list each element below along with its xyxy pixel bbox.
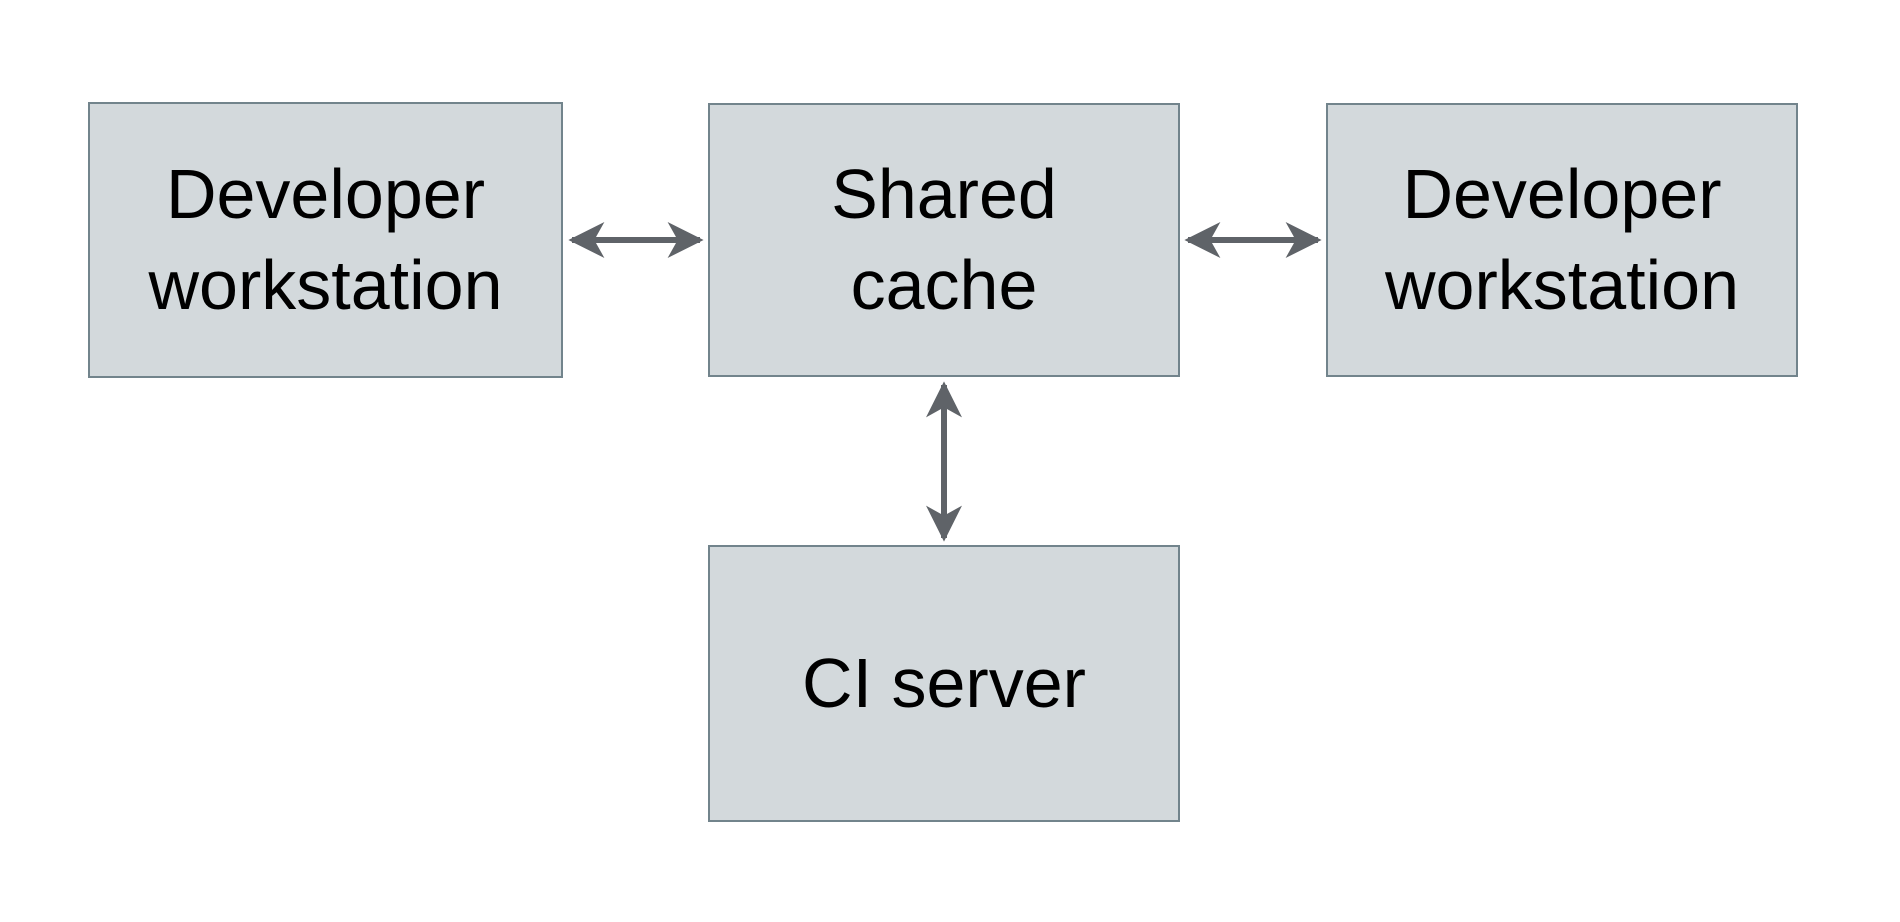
node-label: Developer workstation [148,155,503,324]
node-label: Shared cache [831,155,1057,324]
node-developer-workstation-right: Developer workstation [1326,103,1798,377]
node-developer-workstation-left: Developer workstation [88,102,563,378]
node-ci-server: CI server [708,545,1180,822]
node-label: CI server [802,644,1086,722]
node-label: Developer workstation [1384,155,1740,324]
node-shared-cache: Shared cache [708,103,1180,377]
